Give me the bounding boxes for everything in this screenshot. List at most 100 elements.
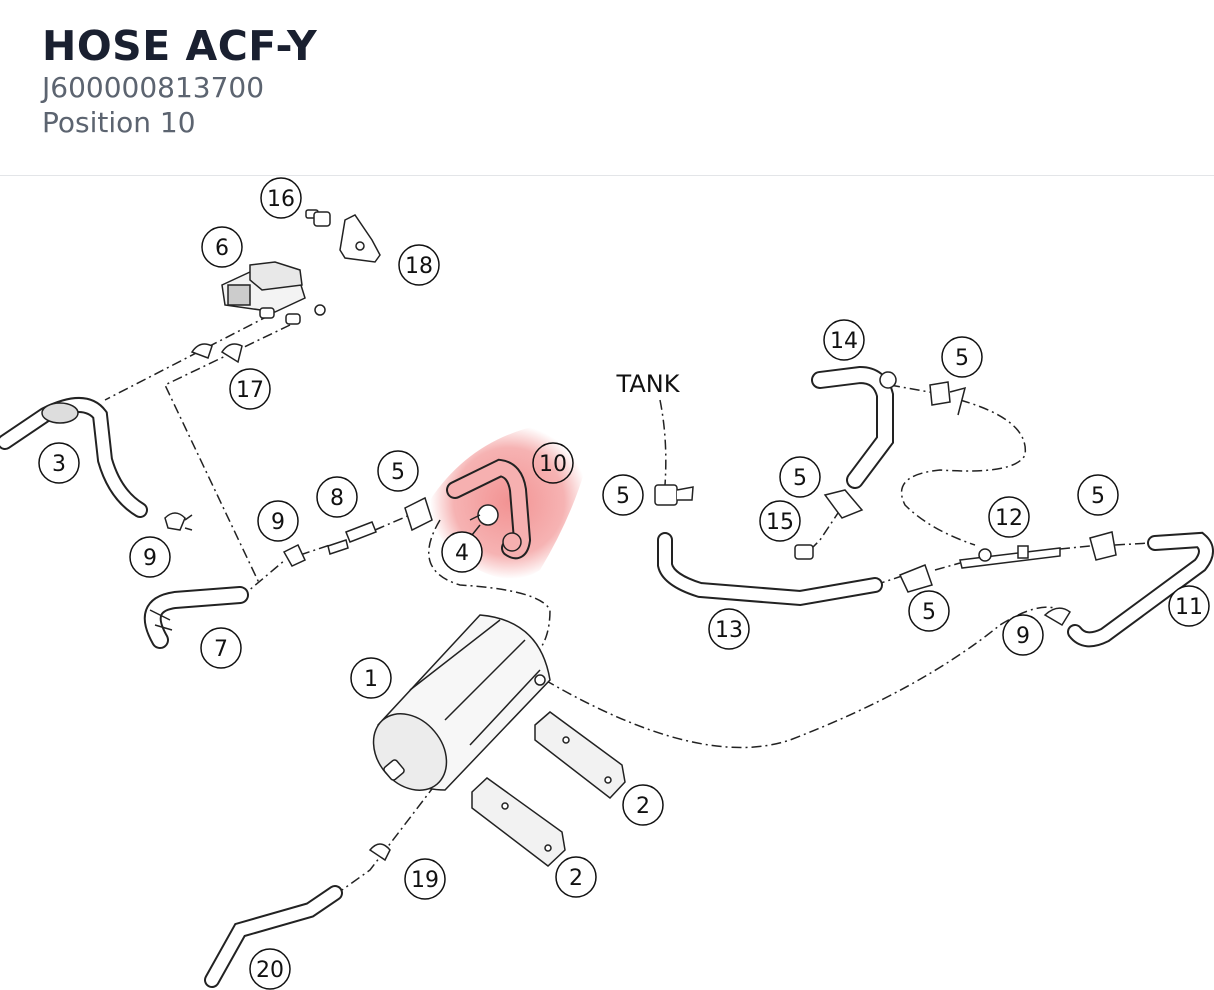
svg-text:15: 15	[766, 510, 794, 535]
line-5-to-11	[1114, 542, 1151, 546]
connection-lines	[104, 314, 1151, 896]
callout-9-mid: 9	[257, 500, 299, 542]
svg-text:6: 6	[215, 236, 229, 261]
svg-text:12: 12	[995, 506, 1023, 531]
callout-13: 13	[708, 608, 750, 650]
line-14-to-5	[889, 384, 936, 394]
callout-4: 4	[441, 531, 483, 573]
svg-text:20: 20	[256, 958, 284, 983]
svg-text:2: 2	[569, 866, 583, 891]
callout-1: 1	[350, 657, 392, 699]
part-18-bracket	[339, 214, 381, 263]
position-label: Position 10	[42, 106, 196, 139]
part-9-clip-right	[1043, 607, 1071, 627]
svg-text:TANK: TANK	[616, 370, 681, 398]
callout-2-lower: 2	[555, 856, 597, 898]
svg-text:9: 9	[143, 546, 157, 571]
part-5-clamp-a	[404, 496, 433, 532]
callout-10-highlighted: 10	[532, 442, 574, 484]
part-5-clamp-b	[929, 381, 967, 416]
part-20-hose	[204, 885, 343, 988]
part-16-bolt	[305, 209, 331, 227]
page-title: HOSE ACF-Y	[42, 22, 318, 70]
svg-text:5: 5	[391, 460, 405, 485]
part-9-clip-mid	[282, 543, 306, 567]
callout-7: 7	[200, 627, 242, 669]
svg-text:4: 4	[455, 541, 469, 566]
line-15	[809, 509, 841, 551]
svg-text:10: 10	[539, 452, 567, 477]
svg-text:16: 16	[267, 187, 295, 212]
callout-2-upper: 2	[622, 784, 664, 826]
svg-text:7: 7	[214, 637, 228, 662]
svg-text:3: 3	[52, 452, 66, 477]
callout-12: 12	[988, 496, 1030, 538]
svg-text:1: 1	[364, 667, 378, 692]
part-10-hose	[446, 458, 532, 560]
callout-5-b: 5	[941, 336, 983, 378]
part-19-clip	[368, 843, 391, 862]
callout-18: 18	[398, 244, 440, 286]
callout-5-e: 5	[1077, 474, 1119, 516]
svg-text:17: 17	[236, 378, 264, 403]
part-11-hose	[1067, 531, 1214, 648]
svg-text:14: 14	[830, 329, 858, 354]
part-2-strap-lower	[471, 777, 566, 867]
svg-text:5: 5	[922, 600, 936, 625]
header: HOSE ACF-Y J600000813700 Position 10	[42, 22, 317, 140]
callout-3: 3	[38, 442, 80, 484]
part-3-hose	[0, 397, 148, 518]
svg-text:5: 5	[616, 484, 630, 509]
callouts: 16 6 18 17 3 9 7 9 8 5 4 10 1 2 2 19 20 …	[38, 177, 1210, 990]
callout-5-tank: 5	[602, 474, 644, 516]
svg-text:8: 8	[330, 486, 344, 511]
line-valve-to-hose3	[104, 314, 271, 401]
part-2-strap-upper	[534, 711, 626, 800]
line-5-loop	[900, 399, 1027, 546]
line-12-to-5	[1059, 545, 1091, 550]
line-5-to-12	[934, 562, 961, 571]
part-9-clip-left	[164, 512, 193, 531]
callout-9-right: 9	[1002, 614, 1044, 656]
part-4-clip	[469, 504, 499, 536]
callout-5-a: 5	[377, 450, 419, 492]
callout-16: 16	[260, 177, 302, 219]
part-5-clamp-d	[898, 564, 933, 593]
svg-text:11: 11	[1175, 595, 1203, 620]
part-15-connector	[794, 544, 814, 560]
callout-5-d: 5	[908, 590, 950, 632]
callout-8: 8	[316, 476, 358, 518]
part-7-hose	[143, 586, 249, 649]
svg-text:19: 19	[411, 868, 439, 893]
part-8-tube	[327, 521, 377, 555]
callout-20: 20	[249, 948, 291, 990]
line-9-to-8	[299, 544, 331, 556]
part-12-fitting	[959, 545, 1061, 569]
svg-text:9: 9	[1016, 624, 1030, 649]
line-valve-to-hose7	[164, 324, 291, 586]
part-number: J600000813700	[42, 71, 265, 104]
callout-11: 11	[1168, 585, 1210, 627]
line-4-loop	[428, 519, 551, 656]
svg-text:9: 9	[271, 510, 285, 535]
part-14-hose	[811, 365, 897, 489]
svg-text:13: 13	[715, 618, 743, 643]
line-canister-right	[544, 606, 1061, 749]
part-5-clamp-e	[1089, 531, 1117, 561]
line-8-to-5	[374, 514, 411, 531]
callout-9-left: 9	[129, 536, 171, 578]
line-tank-down	[659, 399, 667, 486]
part-5-clamp-c	[823, 489, 864, 519]
callout-14: 14	[823, 319, 865, 361]
callout-15: 15	[759, 500, 801, 542]
callout-5-c: 5	[779, 456, 821, 498]
svg-text:5: 5	[793, 466, 807, 491]
part-6-valve	[221, 261, 326, 325]
svg-text:2: 2	[636, 794, 650, 819]
svg-text:5: 5	[955, 346, 969, 371]
part-17-clips	[190, 343, 243, 364]
svg-text:5: 5	[1091, 484, 1105, 509]
line-19	[334, 784, 436, 896]
callout-17: 17	[229, 368, 271, 410]
